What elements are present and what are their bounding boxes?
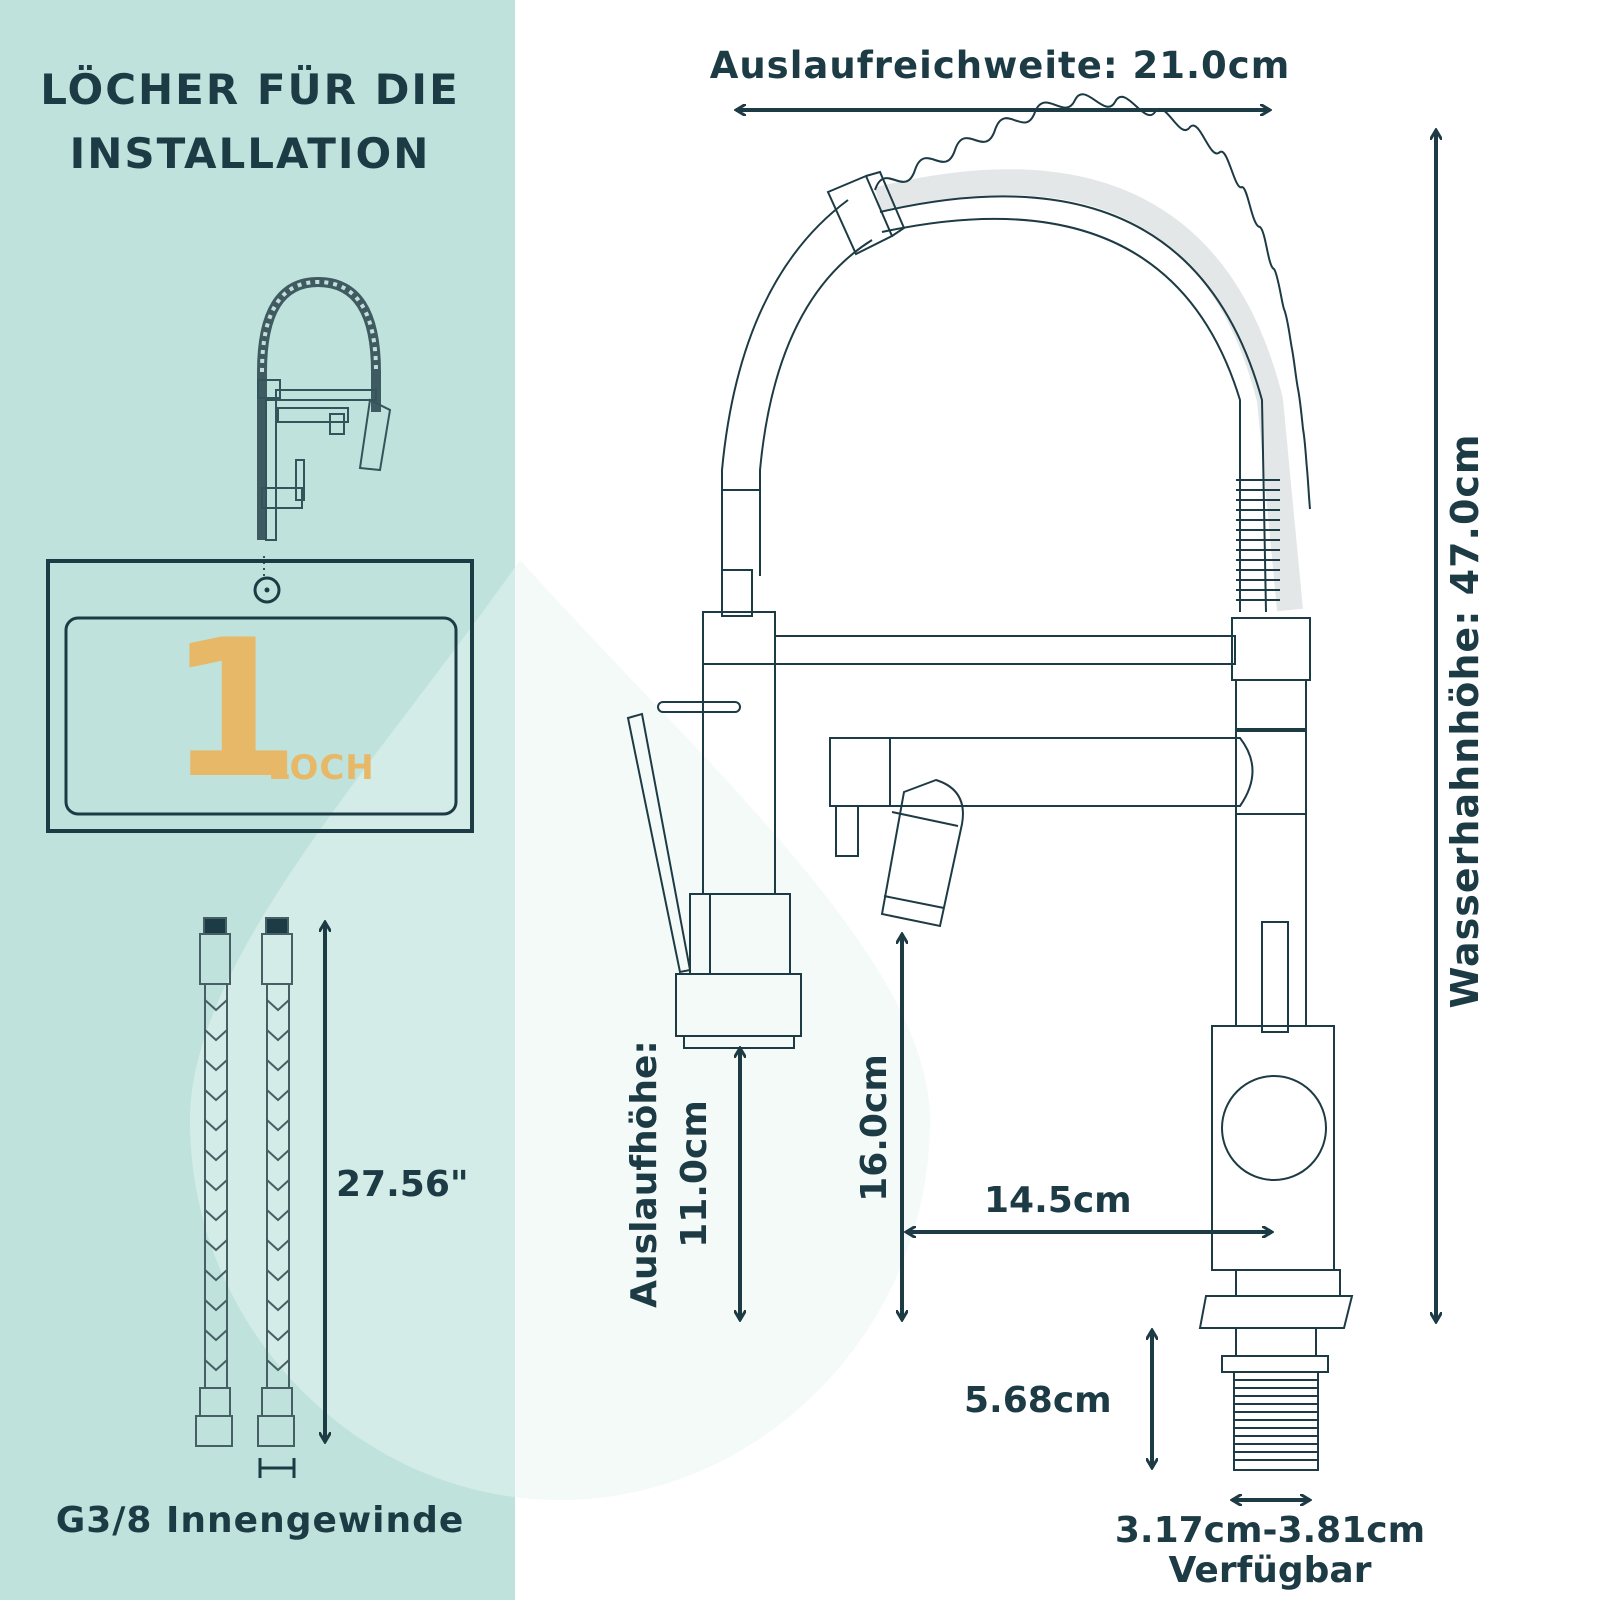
hole-diameter-note: Verfügbar [1168, 1550, 1372, 1591]
title-line-1: LÖCHER FÜR DIE [40, 65, 460, 114]
faucet-height-label: Wasserhahnhöhe: 47.0cm [1443, 433, 1487, 1009]
hole-unit: LOCH [268, 748, 375, 788]
spout-height-label: Auslaufhöhe: [624, 1040, 665, 1308]
sink-outline [46, 559, 474, 833]
title-line-2: INSTALLATION [69, 129, 431, 178]
hole-diameter-label: 3.17cm-3.81cm [1114, 1510, 1426, 1551]
small-faucet-icon [257, 276, 392, 580]
hose-length: 27.56" [336, 1164, 469, 1205]
hole-count: 1 [168, 599, 301, 820]
mounting-hole-icon [253, 576, 281, 604]
sprayer-height-label: 16.0cm [854, 1054, 895, 1202]
handle-distance-label: 14.5cm [984, 1180, 1132, 1221]
water-drop-watermark [190, 560, 930, 1500]
spout-reach-label: Auslaufreichweite: 21.0cm [709, 44, 1291, 87]
supply-hoses [195, 917, 296, 1478]
shank-length-label: 5.68cm [964, 1380, 1112, 1421]
spout-height-value: 11.0cm [674, 1100, 715, 1248]
sink-basin [64, 616, 458, 816]
faucet-drawing [626, 93, 1354, 1471]
thread-label: G3/8 Innengewinde [55, 1500, 465, 1541]
dimension-lines [325, 110, 1436, 1500]
